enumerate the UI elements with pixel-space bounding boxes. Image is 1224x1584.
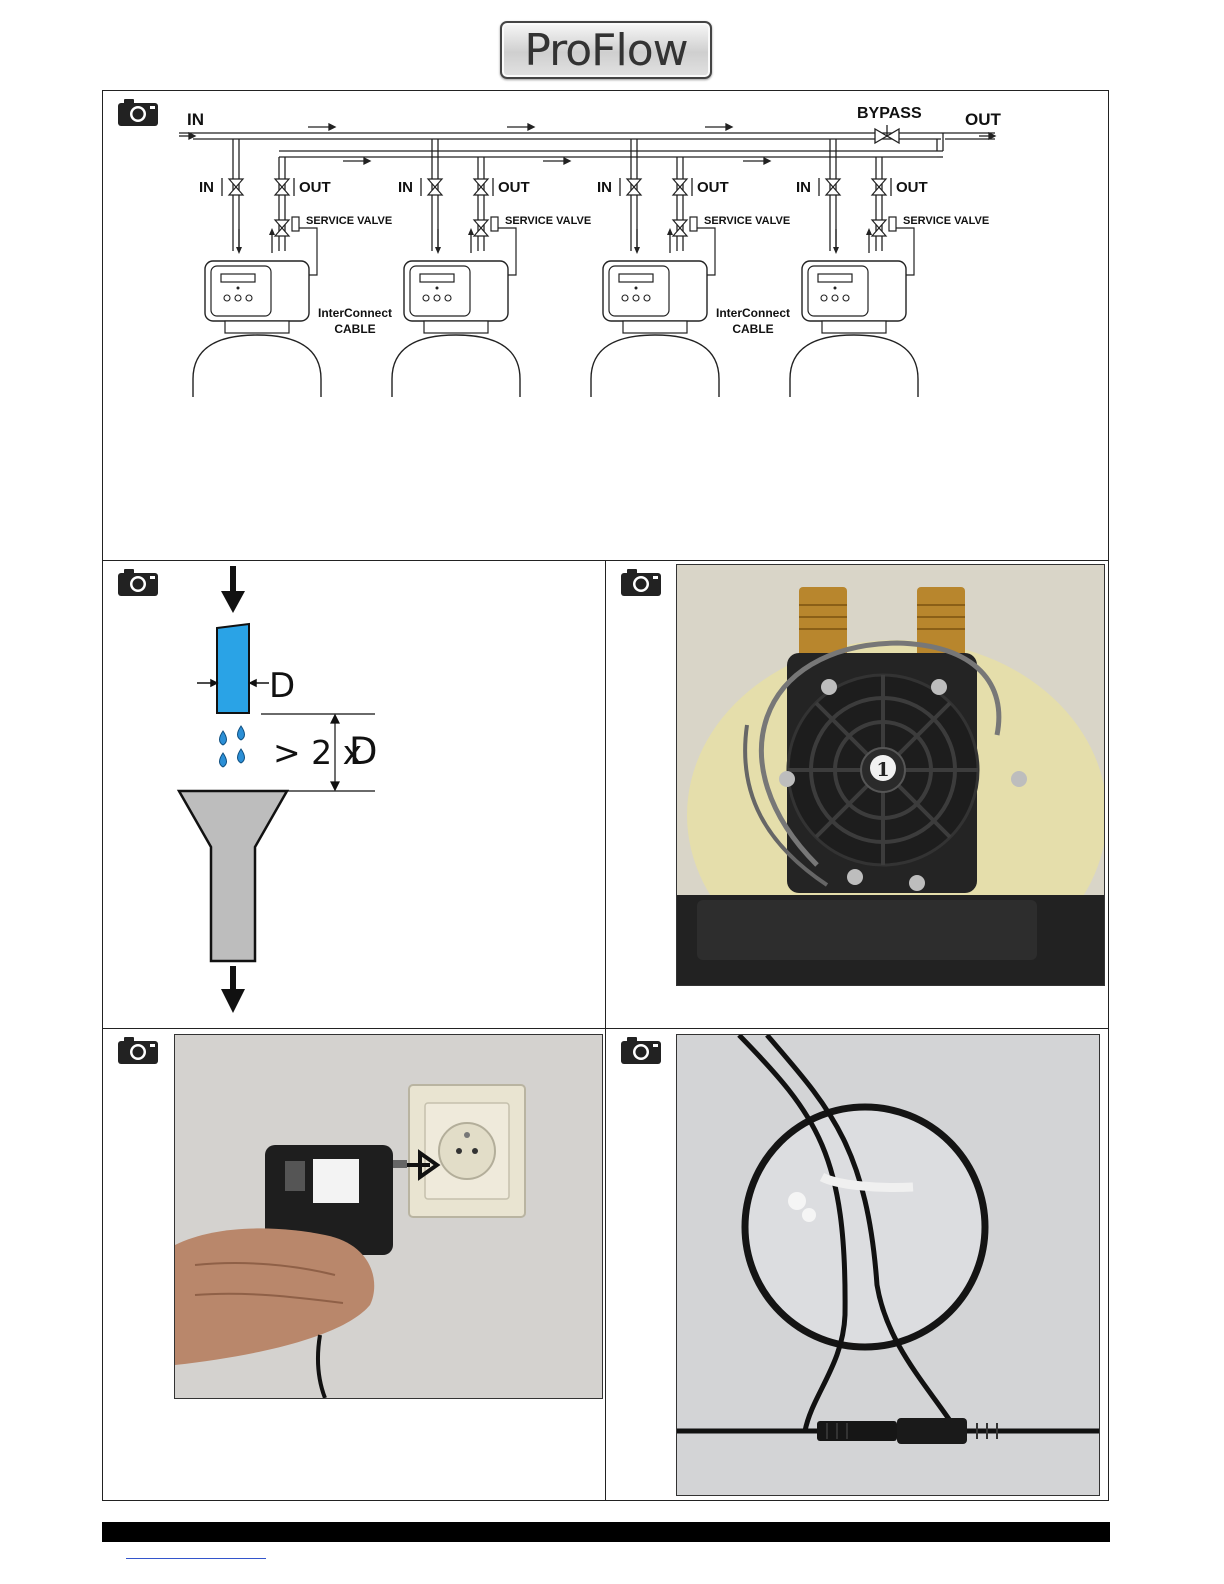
service-valve-label: SERVICE VALVE xyxy=(505,215,591,227)
branch-out-label: OUT xyxy=(299,179,331,196)
footer-link-underline[interactable] xyxy=(126,1558,266,1559)
interconnect-label: InterConnect xyxy=(318,306,392,320)
down-arrow-icon xyxy=(221,966,245,1013)
branch-out-label: OUT xyxy=(896,179,928,196)
control-valve-photo: 1 xyxy=(676,564,1105,986)
drain-funnel xyxy=(179,791,287,961)
gap-d-label: D xyxy=(349,730,378,773)
interconnect-label: CABLE xyxy=(334,322,375,336)
diameter-label: D xyxy=(269,666,295,706)
cable-connector-panel xyxy=(606,1029,1108,1500)
schematic-panel: IN OUT BYPASS xyxy=(103,91,1108,561)
branch-in-label: IN xyxy=(597,179,612,196)
branch-in-label: IN xyxy=(796,179,811,196)
valve-photo-panel: 1 xyxy=(606,561,1108,1029)
parallel-softener-schematic: IN OUT BYPASS xyxy=(103,91,1108,561)
air-gap-diagram: D > 2 x D xyxy=(103,561,606,1029)
service-valve-label: SERVICE VALVE xyxy=(903,215,989,227)
service-valve-label: SERVICE VALVE xyxy=(306,215,392,227)
valve-marker-1: 1 xyxy=(876,759,889,781)
footer-bar xyxy=(102,1522,1110,1542)
camera-icon xyxy=(620,567,662,597)
camera-icon xyxy=(620,1035,662,1065)
softener-unit xyxy=(392,139,520,397)
service-valve-label: SERVICE VALVE xyxy=(704,215,790,227)
drain-pipe xyxy=(217,624,249,713)
drain-air-gap-panel: D > 2 x D xyxy=(103,561,606,1029)
main-out-label: OUT xyxy=(965,110,1002,129)
branch-out-label: OUT xyxy=(498,179,530,196)
proflow-logo: ProFlow xyxy=(500,21,712,79)
interconnect-label: CABLE xyxy=(732,322,773,336)
down-arrow-icon xyxy=(221,566,245,613)
droplet-icons xyxy=(220,726,245,767)
softener-unit xyxy=(790,139,918,397)
main-in-label: IN xyxy=(187,110,204,129)
branch-out-label: OUT xyxy=(697,179,729,196)
figure-grid: IN OUT BYPASS xyxy=(102,90,1109,1501)
interconnect-label: InterConnect xyxy=(716,306,790,320)
adapter-plug-photo xyxy=(174,1034,603,1399)
branch-in-label: IN xyxy=(398,179,413,196)
power-plug-panel xyxy=(103,1029,606,1500)
camera-icon xyxy=(117,1035,159,1065)
bypass-label: BYPASS xyxy=(857,105,922,122)
softener-unit xyxy=(591,139,719,397)
branch-in-label: IN xyxy=(199,179,214,196)
softener-unit xyxy=(193,139,321,397)
interconnect-cable-photo xyxy=(676,1034,1100,1496)
